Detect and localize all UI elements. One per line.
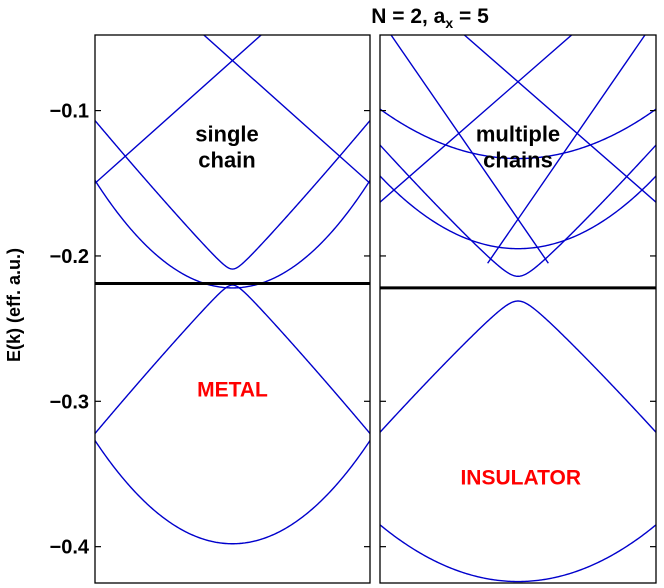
band-cone-lower	[95, 284, 370, 434]
y-tick-label: −0.4	[50, 537, 90, 559]
band-curve	[380, 524, 656, 583]
band-line	[202, 35, 370, 184]
panel-frame	[94, 34, 371, 584]
regime-label: METAL	[197, 379, 268, 402]
title-end: = 5	[453, 5, 489, 28]
annotation-line: chain	[198, 148, 255, 173]
band-line	[95, 35, 263, 184]
y-tick-label: −0.1	[50, 101, 89, 123]
band-line	[487, 35, 646, 264]
band-curve	[95, 179, 370, 289]
y-tick-label: −0.3	[50, 391, 89, 413]
band-line	[380, 35, 573, 203]
title-main: N = 2, a	[371, 5, 445, 28]
band-curve	[380, 175, 656, 250]
annotation-line: chains	[483, 148, 553, 173]
band-cone-upper	[95, 120, 370, 270]
title-subscript: x	[445, 15, 453, 31]
panel-frame	[379, 34, 657, 584]
bands	[95, 35, 370, 545]
band-cone-lower	[380, 300, 656, 433]
y-tick-label: −0.2	[50, 246, 89, 268]
band-line	[463, 35, 656, 203]
figure-title: N = 2, ax = 5	[371, 5, 489, 31]
bands	[380, 35, 656, 583]
band-cone-upper	[380, 144, 656, 277]
band-curve	[380, 108, 656, 160]
annotation-line: single	[195, 122, 259, 147]
band-line	[390, 35, 549, 264]
regime-label: INSULATOR	[460, 466, 581, 489]
annotation-line: multiple	[476, 122, 560, 147]
y-axis-label: E(k) (eff. a.u.)	[4, 248, 24, 362]
band-curve	[95, 440, 370, 545]
